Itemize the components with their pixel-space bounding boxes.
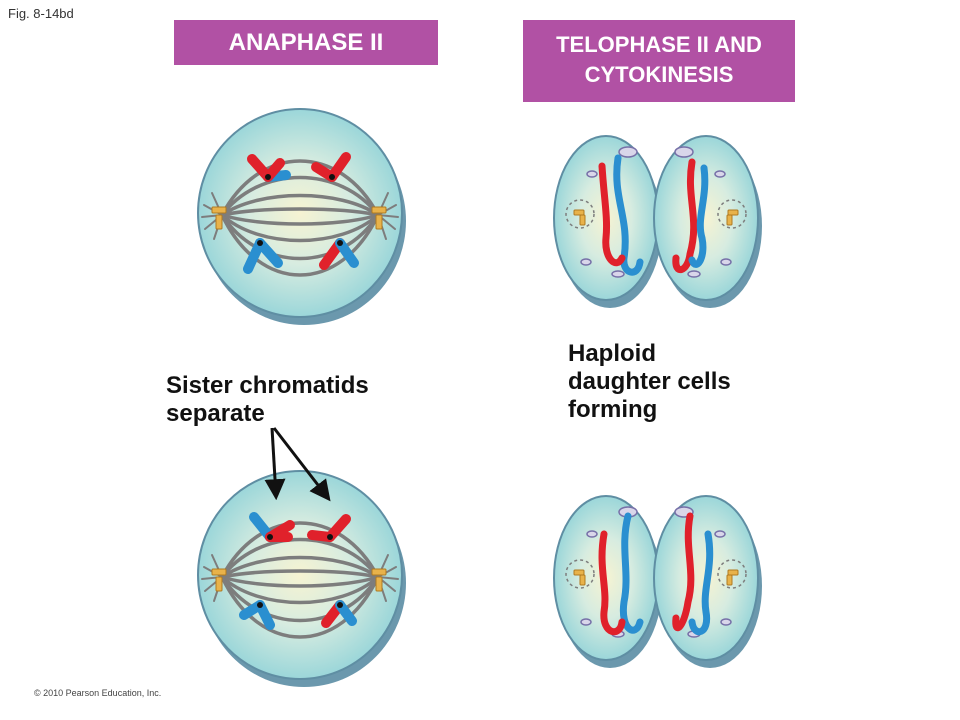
chromosome-blue <box>255 238 283 268</box>
haploid-daughter-cells-caption: Haploid daughter cells forming <box>568 340 731 424</box>
chromosome-blue <box>335 238 359 268</box>
sister-chromatids-caption: Sister chromatids separate <box>166 372 369 428</box>
separation-arrows <box>264 427 331 502</box>
chromosome-blue <box>613 154 644 276</box>
caption-line: daughter cells <box>568 368 731 395</box>
chromosome-red <box>311 162 337 182</box>
telophase-title-line1: TELOPHASE II AND <box>556 32 762 57</box>
chromosome-blue <box>255 600 275 630</box>
caption-line: separate <box>166 400 265 427</box>
chromosome-blue <box>335 600 357 626</box>
figure-label: Fig. 8-14bd <box>8 6 74 21</box>
arrow-left <box>264 427 286 501</box>
chromosome-blue <box>688 164 709 268</box>
chromosome-blue <box>619 512 644 634</box>
anaphase-ii-title: ANAPHASE II <box>174 20 438 65</box>
chromosome-red <box>672 512 695 632</box>
chromosome-red <box>307 530 335 542</box>
telophase-cells-bottom <box>553 495 763 669</box>
caption-line: forming <box>568 396 658 423</box>
chromosome-red <box>672 158 698 273</box>
anaphase-cell-top <box>196 107 408 327</box>
chromosome-red <box>598 162 626 267</box>
telophase-title-line2: CYTOKINESIS <box>584 62 734 87</box>
chromosome-red <box>598 530 626 636</box>
telophase-cells-top <box>553 135 763 309</box>
anaphase-cell-bottom <box>196 469 408 689</box>
telophase-ii-title: TELOPHASE II AND CYTOKINESIS <box>523 20 795 102</box>
copyright-notice: © 2010 Pearson Education, Inc. <box>34 688 162 698</box>
arrow-right <box>272 427 331 502</box>
chromosome-red <box>263 158 285 182</box>
chromosome-blue <box>688 530 714 636</box>
caption-line: Haploid <box>568 340 656 367</box>
caption-line: Sister chromatids <box>166 372 369 399</box>
